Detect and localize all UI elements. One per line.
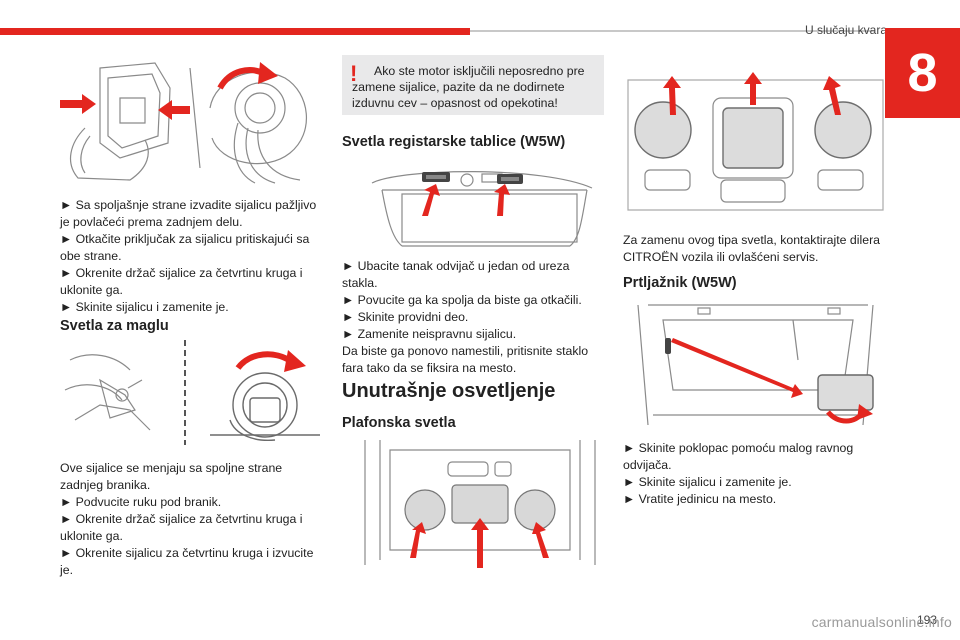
rear-lamp-steps: ► Sa spoljašnje strane izvadite sijalicu… (60, 197, 325, 316)
step-text: ► Skinite providni deo. (342, 310, 469, 324)
step-text: ► Skinite sijalicu i zamenite je. (60, 300, 229, 314)
step-text: ► Vratite jedinicu na mesto. (623, 492, 777, 506)
figure-ceiling-lamp (360, 440, 600, 570)
trunk-light-heading: Prtljažnik (W5W) (623, 275, 737, 291)
step-text: ► Zamenite neispravnu sijalicu. (342, 327, 517, 341)
step-text: Da biste ga ponovo namestili, pritisnite… (342, 344, 589, 375)
step-text: ► Skinite sijalicu i zamenite je. (623, 475, 792, 489)
step-text: ► Podvucite ruku pod branik. (60, 495, 222, 509)
header-grey-line (470, 30, 875, 32)
figure-trunk-lamp (623, 300, 888, 430)
ceiling-lights-heading: Plafonska svetla (342, 415, 456, 431)
step-text: ► Otkačite priključak za sijalicu pritis… (60, 232, 310, 263)
step-text: ► Povucite ga ka spolja da biste ga otka… (342, 293, 582, 307)
dealer-note: Za zamenu ovog tipa svetla, kontaktirajt… (623, 233, 881, 264)
figure-rear-lamp-removal (60, 48, 325, 188)
plate-lamp-steps: ► Ubacite tanak odvijač u jedan od ureza… (342, 258, 607, 377)
step-text: ► Skinite poklopac pomoću malog ravnog o… (623, 441, 854, 472)
step-text: ► Okrenite držač sijalice za četvrtinu k… (60, 512, 303, 543)
chapter-title: U slučaju kvara (804, 23, 887, 37)
fog-lamp-text: Ove sijalice se menjaju sa spoljne stran… (60, 460, 325, 579)
step-text: ► Okrenite držač sijalice za četvrtinu k… (60, 266, 303, 297)
fog-lights-heading: Svetla za maglu (60, 318, 169, 334)
step-text: ► Okrenite sijalicu za četvrtinu kruga i… (60, 546, 314, 577)
fog-intro-text: Ove sijalice se menjaju sa spoljne stran… (60, 461, 283, 492)
header-red-bar (0, 28, 470, 35)
step-text: ► Ubacite tanak odvijač u jedan od ureza… (342, 259, 570, 290)
page-number: 193 (916, 613, 937, 627)
plate-lights-heading: Svetla registarske tablice (W5W) (342, 134, 566, 150)
figure-fog-lamp (60, 340, 325, 450)
chapter-number-badge: 8 (885, 28, 960, 118)
trunk-lamp-steps: ► Skinite poklopac pomoću malog ravnog o… (623, 440, 888, 508)
figure-plate-lamp (342, 158, 607, 253)
site-watermark: carmanualsonline.info (811, 614, 952, 630)
burn-warning-box: ! Ako ste motor isključili neposredno pr… (342, 55, 604, 115)
interior-lighting-heading: Unutrašnje osvetljenje (342, 380, 556, 402)
step-text: ► Sa spoljašnje strane izvadite sijalicu… (60, 198, 317, 229)
exclamation-icon: ! (350, 61, 358, 86)
figure-ceiling-lamp-detail (623, 70, 888, 220)
warning-text: Ako ste motor isključili neposredno pre … (352, 64, 585, 110)
